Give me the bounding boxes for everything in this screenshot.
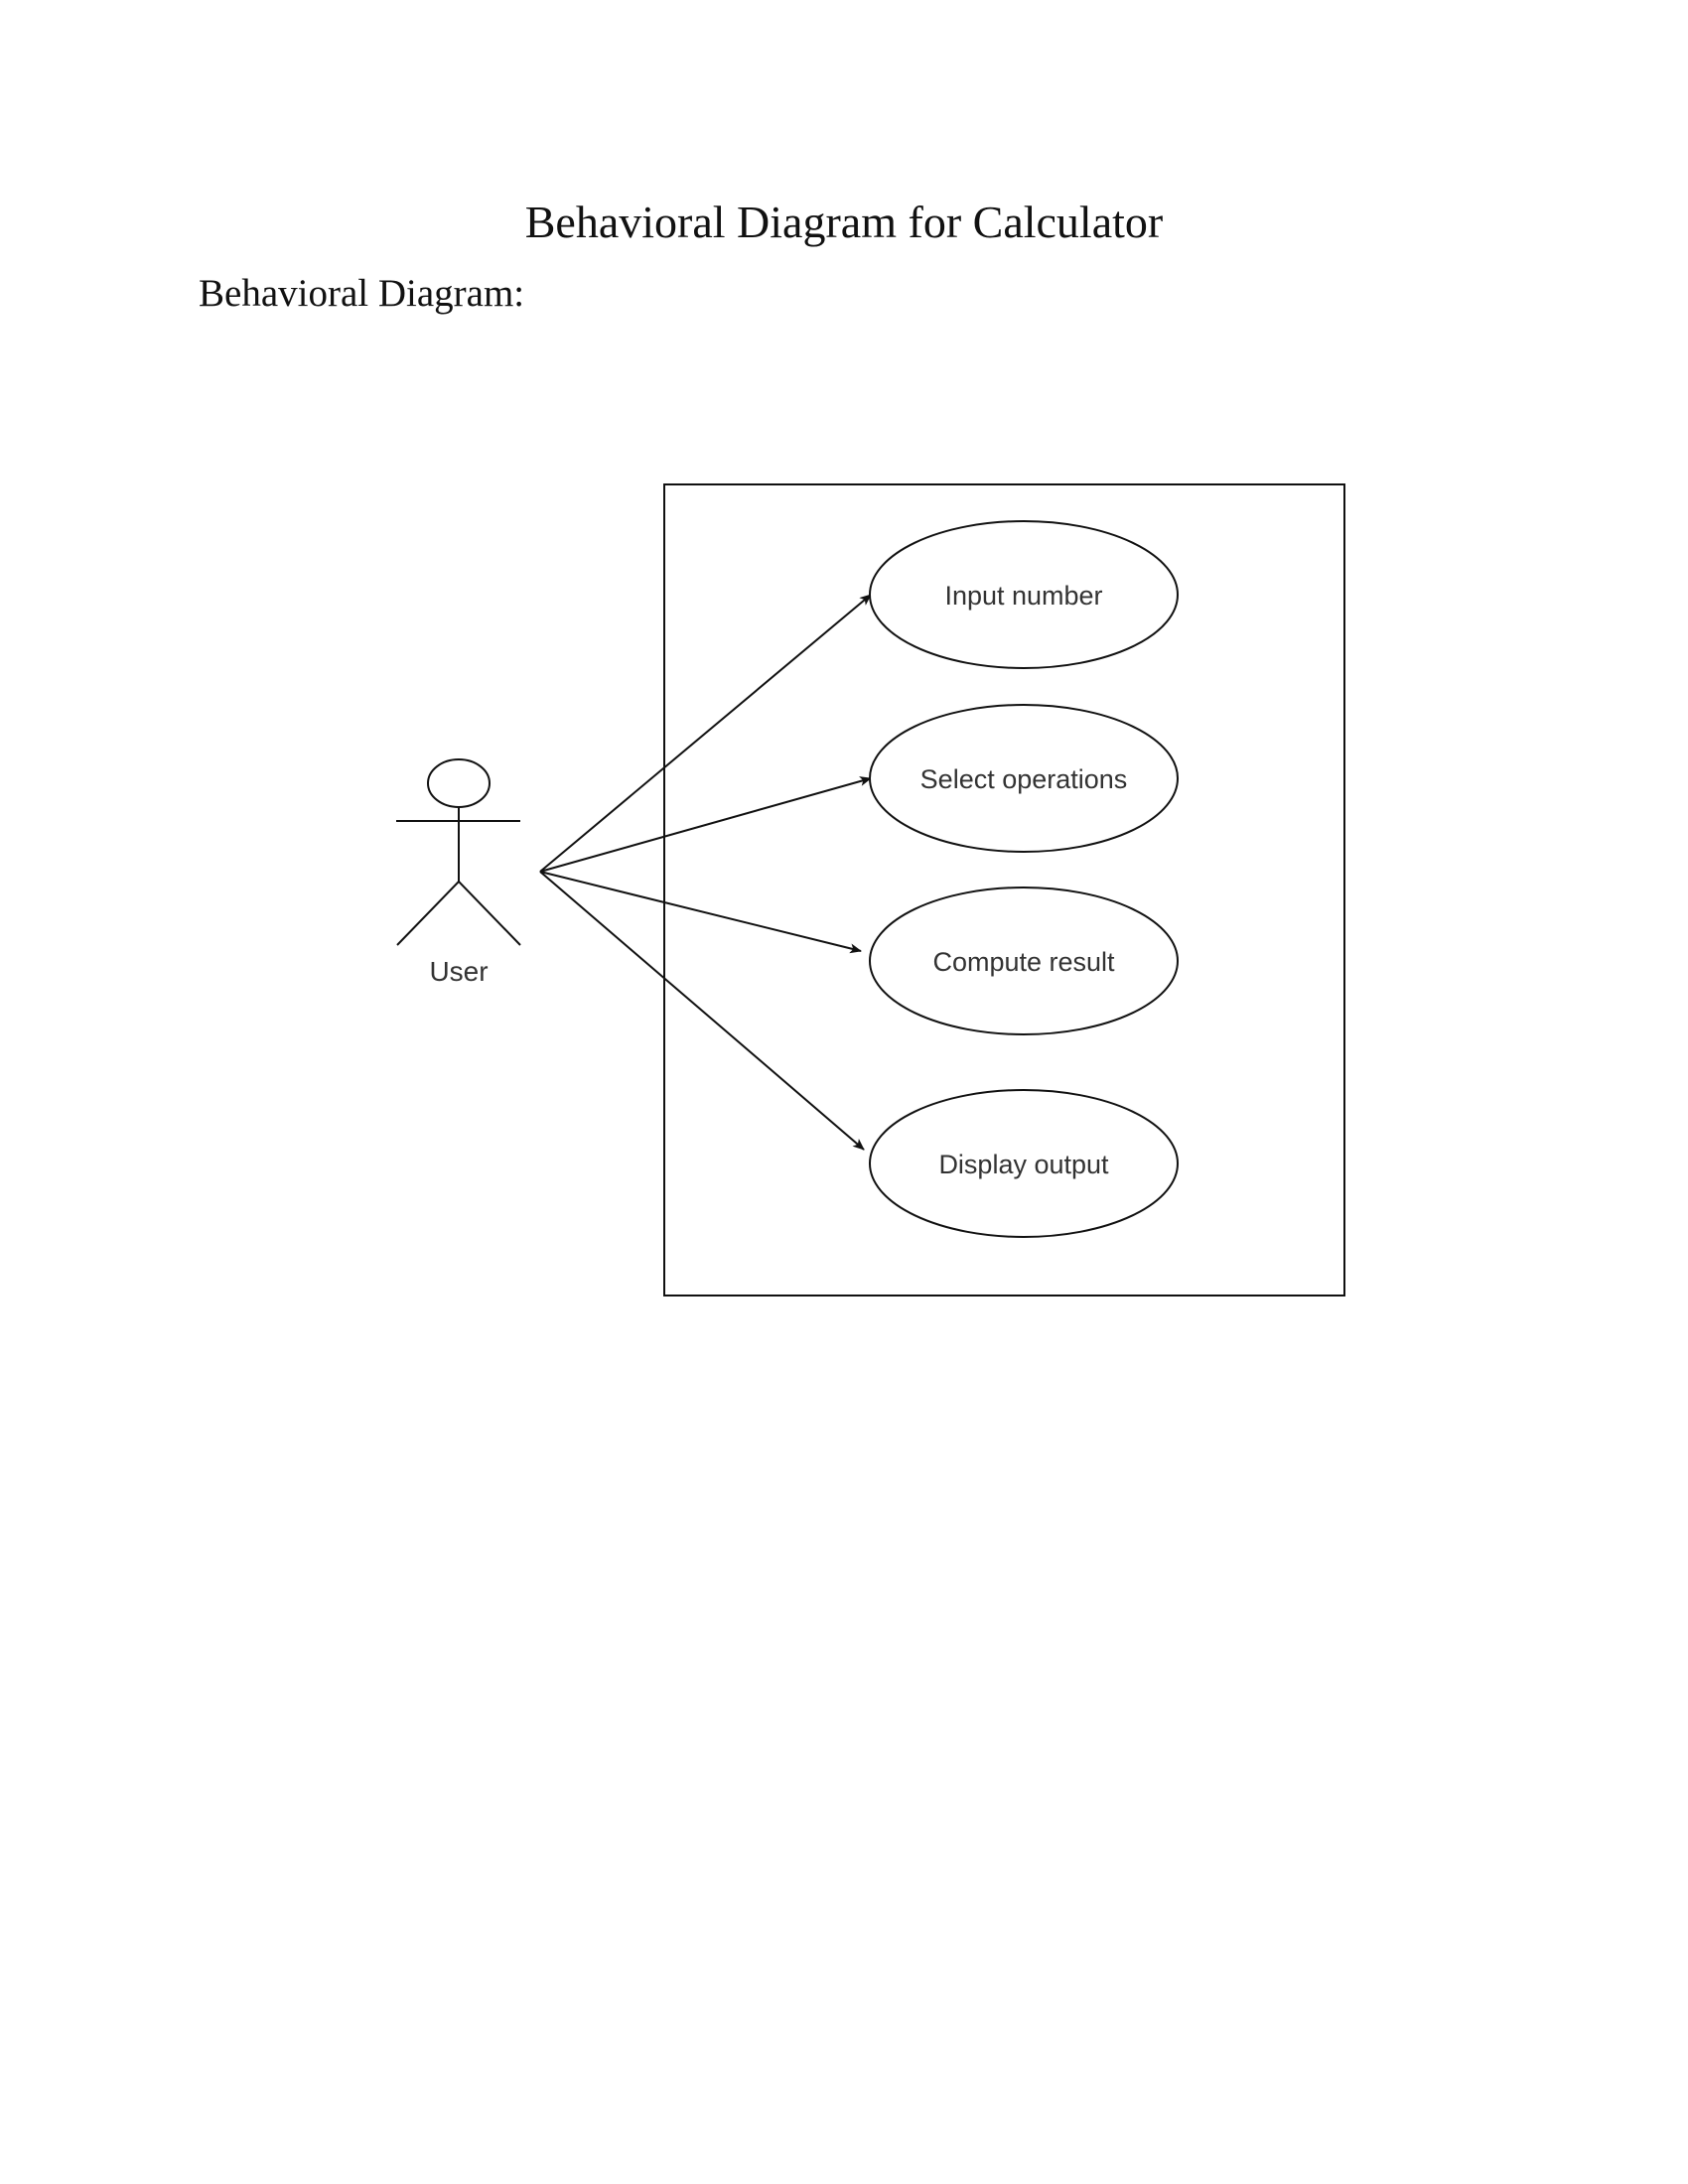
system-boundary: [663, 483, 1345, 1297]
use-case-ellipse: [869, 520, 1179, 669]
actor-head: [427, 758, 491, 808]
associations: [539, 594, 872, 1151]
association-compute-result: [539, 871, 862, 954]
use-case-select-operations: Select operations: [869, 704, 1179, 853]
use-case-compute-result: Compute result: [869, 887, 1179, 1035]
use-case-label: Compute result: [932, 947, 1115, 977]
use-case-input-number: Input number: [869, 520, 1179, 669]
use-case-label: Input number: [944, 581, 1102, 611]
association-input-number: [539, 594, 872, 873]
section-heading: Behavioral Diagram:: [199, 272, 525, 315]
association-select-operations: [539, 776, 872, 873]
actor-left-leg: [396, 881, 460, 946]
use-case-label: Select operations: [920, 764, 1128, 794]
actor-right-leg: [458, 881, 521, 946]
use-case-label: Display output: [938, 1150, 1109, 1179]
use-case-display-output: Display output: [869, 1089, 1179, 1238]
association-display-output: [539, 871, 865, 1151]
use-case-ellipse: [869, 1089, 1179, 1238]
actor-user: User: [396, 758, 521, 987]
document-title: Behavioral Diagram for Calculator: [524, 197, 1164, 247]
use-case-ellipse: [869, 887, 1179, 1035]
use-case-ellipse: [869, 704, 1179, 853]
actor-label: User: [429, 956, 488, 987]
